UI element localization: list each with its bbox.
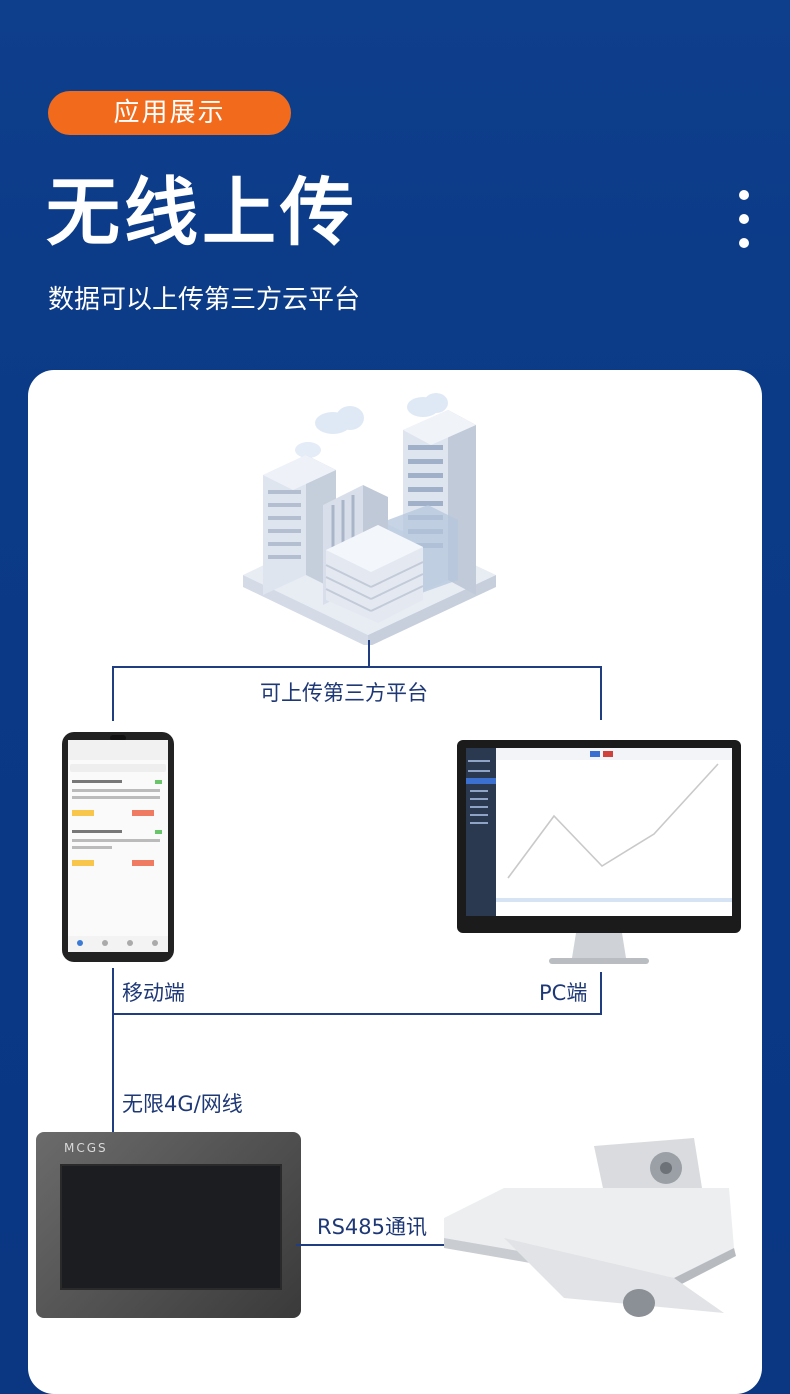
third-party-platform-label: 可上传第三方平台 [260,681,428,705]
connector-right-top [600,666,602,720]
connector-left-lower [112,968,114,1190]
pc-monitor-image [457,740,741,964]
mobile-label: 移动端 [122,981,185,1005]
hmi-touch-panel: MCGS [36,1132,301,1318]
more-menu-icon[interactable] [736,190,752,262]
connector-horizontal-lower [112,1013,602,1015]
sensor-device-image [444,1138,736,1317]
section-badge: 应用展示 [48,91,291,135]
pc-label: PC端 [539,981,588,1005]
page-subtitle: 数据可以上传第三方云平台 [48,285,361,315]
page-title: 无线上传 [46,170,358,256]
connector-vertical-top [368,640,370,667]
mobile-phone-image [62,732,174,962]
connector-right-lower [600,972,602,1014]
rs485-label: RS485通讯 [317,1215,428,1239]
connector-rs485 [296,1244,454,1246]
connector-left-top [112,666,114,721]
network-link-label: 无限4G/网线 [122,1092,243,1116]
diagram-panel: 可上传第三方平台 [28,370,762,1394]
hmi-brand-label: MCGS [64,1141,108,1155]
connector-horizontal-top [112,666,602,668]
hmi-screen [60,1164,282,1290]
cloud-city-illustration [243,393,496,645]
